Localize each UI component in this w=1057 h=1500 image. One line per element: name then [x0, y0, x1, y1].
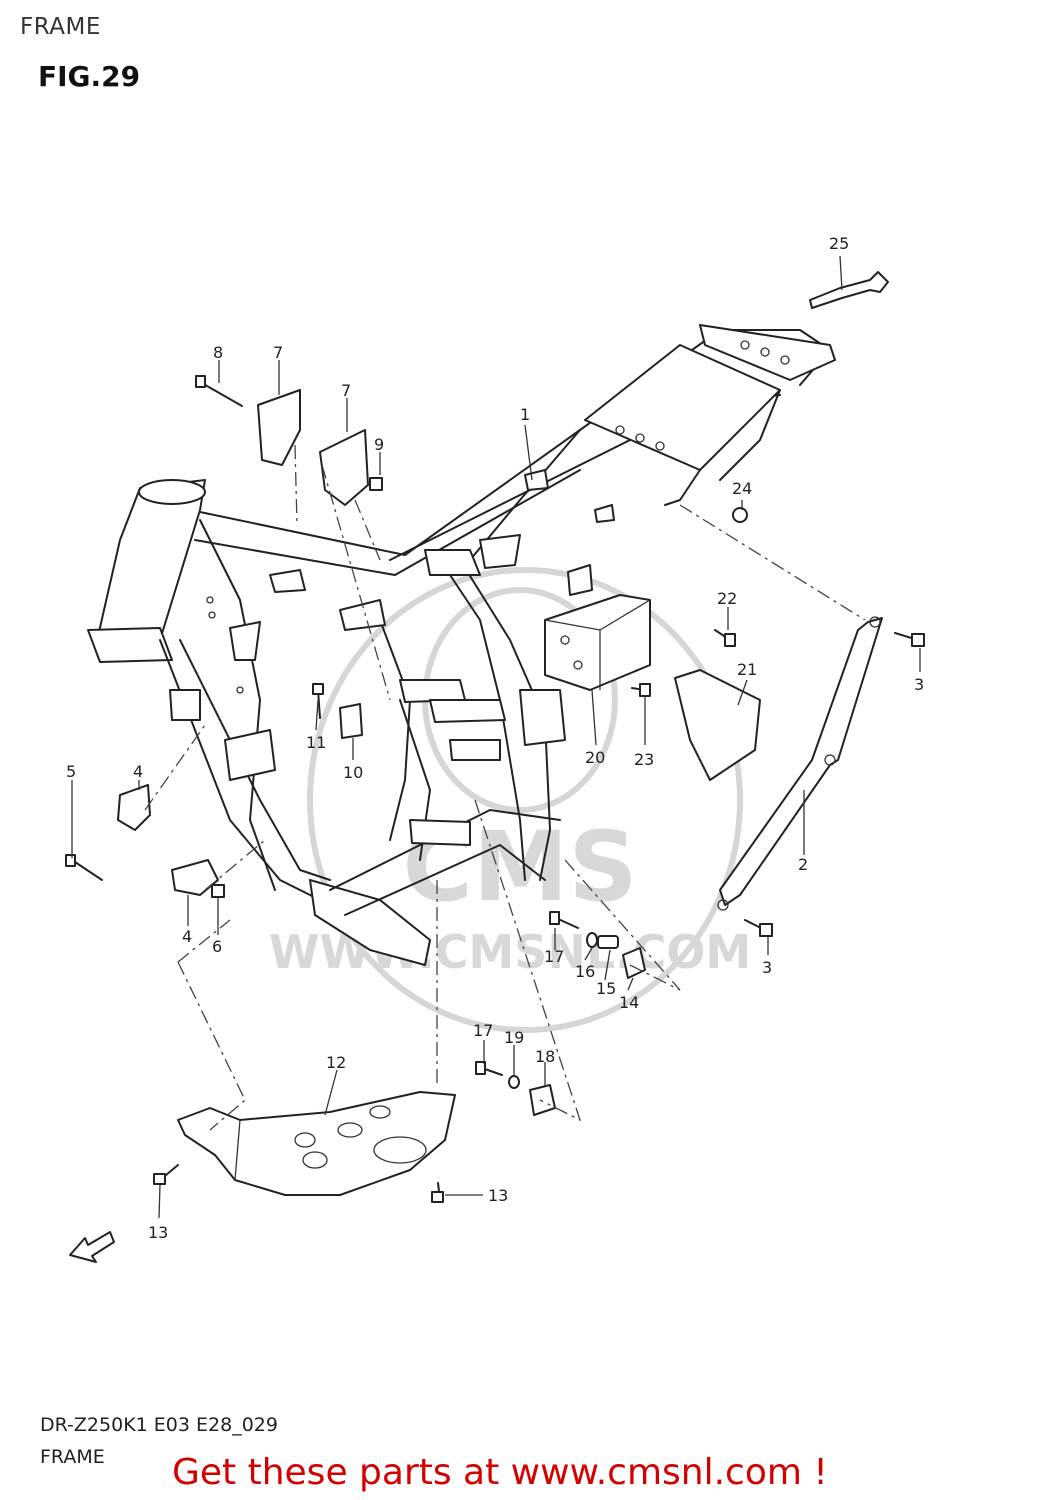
callout-18: 18 — [535, 1047, 555, 1066]
callout-13: 13 — [148, 1223, 168, 1242]
skid-plate — [177, 1091, 456, 1196]
callout-12: 12 — [326, 1053, 346, 1072]
callout-5: 5 — [66, 762, 76, 781]
bolts — [65, 375, 925, 1203]
callout-4b: 4 — [182, 927, 192, 946]
callout-4: 4 — [133, 762, 143, 781]
callout-24: 24 — [732, 479, 752, 498]
callout-7: 7 — [273, 343, 283, 362]
callout-20: 20 — [585, 748, 605, 767]
callout-15: 15 — [596, 979, 616, 998]
battery-holder — [544, 564, 651, 691]
callout-3: 3 — [914, 675, 924, 694]
wrench-tool — [809, 271, 889, 309]
watermark-url: WWW.CMSNL.COM — [269, 925, 752, 979]
callout-7b: 7 — [341, 381, 351, 400]
footer-title: FRAME — [40, 1446, 105, 1468]
callout-13b: 13 — [488, 1186, 508, 1205]
callout-9: 9 — [374, 435, 384, 454]
callout-22: 22 — [717, 589, 737, 608]
callout-3b: 3 — [762, 958, 772, 977]
callout-1: 1 — [520, 405, 530, 424]
callout-8: 8 — [213, 343, 223, 362]
engine-mount-bracket-b — [319, 429, 369, 506]
callout-17: 17 — [544, 947, 564, 966]
fwd-arrow-icon — [69, 1231, 115, 1263]
leader-lines — [144, 444, 866, 1131]
callout-16: 16 — [575, 962, 595, 981]
callout-numbers: 1 2 3 3 4 4 5 6 7 7 8 9 10 11 12 13 13 1… — [66, 234, 924, 1242]
callout-10: 10 — [343, 763, 363, 782]
callout-14: 14 — [619, 993, 639, 1012]
callout-17b: 17 — [473, 1021, 493, 1040]
callout-6: 6 — [212, 937, 222, 956]
callout-leaders — [71, 255, 921, 1219]
callout-23: 23 — [634, 750, 654, 769]
section-title: FRAME — [20, 14, 101, 40]
diagram-reference-code: DR-Z250K1 E03 E28_029 — [40, 1414, 278, 1436]
figure-number: FIG.29 — [38, 60, 141, 93]
engine-mount-bracket-a — [257, 389, 301, 466]
callout-2: 2 — [798, 855, 808, 874]
callout-19: 19 — [504, 1028, 524, 1047]
callout-25: 25 — [829, 234, 849, 253]
frame-cover — [674, 669, 761, 781]
engine-bracket-left — [117, 784, 151, 831]
callout-11: 11 — [306, 733, 326, 752]
callout-21: 21 — [737, 660, 757, 679]
rear-frame-stay — [717, 616, 883, 911]
get-parts-link[interactable]: Get these parts at www.cmsnl.com ! — [172, 1452, 828, 1493]
bracket-small — [339, 703, 363, 739]
main-frame — [87, 324, 836, 966]
